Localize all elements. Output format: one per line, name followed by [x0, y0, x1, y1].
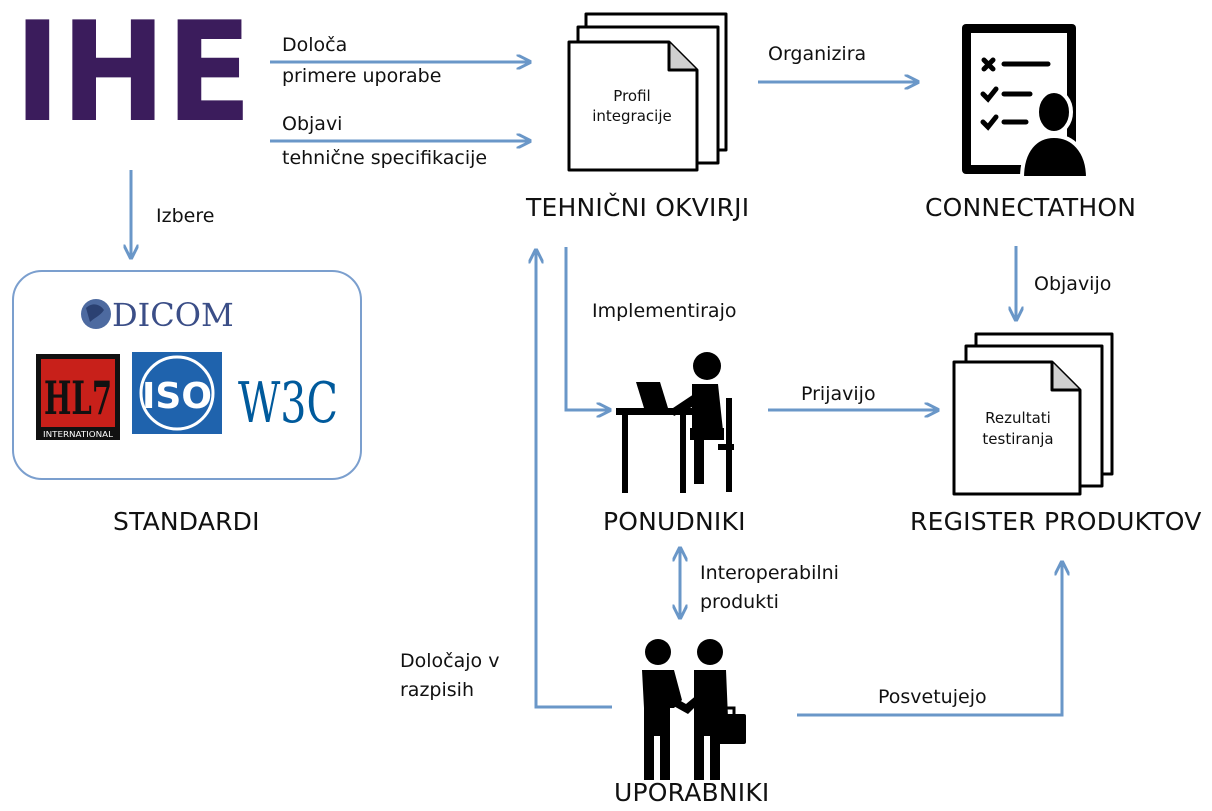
node-title-vendors: PONUDNIKI [603, 507, 746, 536]
arrow-frameworks-to-vendors [564, 247, 610, 410]
svg-text:IHE: IHE [14, 14, 252, 132]
w3c-logo: W3C [238, 371, 338, 436]
iso-logo: ISO [132, 352, 222, 434]
label-implement: Implementirajo [592, 300, 737, 322]
label-publishes-1: Objavi [282, 113, 343, 135]
label-interop-2: produkti [700, 591, 779, 613]
node-title-standards: STANDARDI [113, 507, 260, 536]
label-tenders-1: Določajo v [400, 650, 500, 672]
results-doc-line1: Rezultati [985, 409, 1051, 427]
handshake-icon [642, 639, 746, 780]
node-title-frameworks: TEHNIČNI OKVIRJI [526, 193, 750, 222]
label-defines-2: primere uporabe [282, 65, 442, 87]
label-register: Prijavijo [801, 383, 876, 405]
arrow-users-to-register [797, 562, 1062, 717]
node-title-users: UPORABNIKI [614, 778, 770, 807]
standards-box: DICOM HL7 INTERNATIONAL ISO W3C [12, 270, 362, 480]
arrow-users-to-frameworks [536, 250, 612, 709]
svg-text:INTERNATIONAL: INTERNATIONAL [43, 430, 114, 439]
label-tenders-2: razpisih [400, 679, 474, 701]
label-publish-results: Objavijo [1034, 273, 1112, 295]
node-title-connectathon: CONNECTATHON [925, 193, 1137, 222]
node-title-register: REGISTER PRODUKTOV [910, 507, 1202, 536]
label-interop-1: Interoperabilni [700, 562, 839, 584]
document-stack-icon [952, 332, 1114, 496]
svg-text:W3C: W3C [238, 371, 338, 436]
profile-doc-line2: integracije [592, 107, 672, 125]
svg-text:DICOM: DICOM [112, 296, 234, 334]
results-doc-line2: testiranja [982, 430, 1054, 448]
standards-logos: DICOM HL7 INTERNATIONAL ISO W3C [36, 296, 338, 440]
profile-doc-line1: Profil [613, 87, 651, 105]
svg-text:HL7: HL7 [44, 371, 112, 425]
label-organizes: Organizira [768, 43, 867, 65]
hl7-logo: HL7 INTERNATIONAL [36, 354, 120, 440]
label-publishes-2: tehnične specifikacije [282, 147, 488, 169]
ihe-logo: IHE [14, 14, 252, 132]
label-selects: Izbere [156, 205, 215, 227]
dicom-logo: DICOM [81, 296, 234, 334]
document-stack-icon [567, 12, 728, 172]
person-at-laptop-icon [616, 352, 734, 493]
label-defines-1: Določa [282, 34, 348, 56]
checklist-person-icon [962, 24, 1090, 180]
label-advise: Posvetujejo [878, 686, 987, 708]
svg-text:ISO: ISO [142, 376, 212, 417]
